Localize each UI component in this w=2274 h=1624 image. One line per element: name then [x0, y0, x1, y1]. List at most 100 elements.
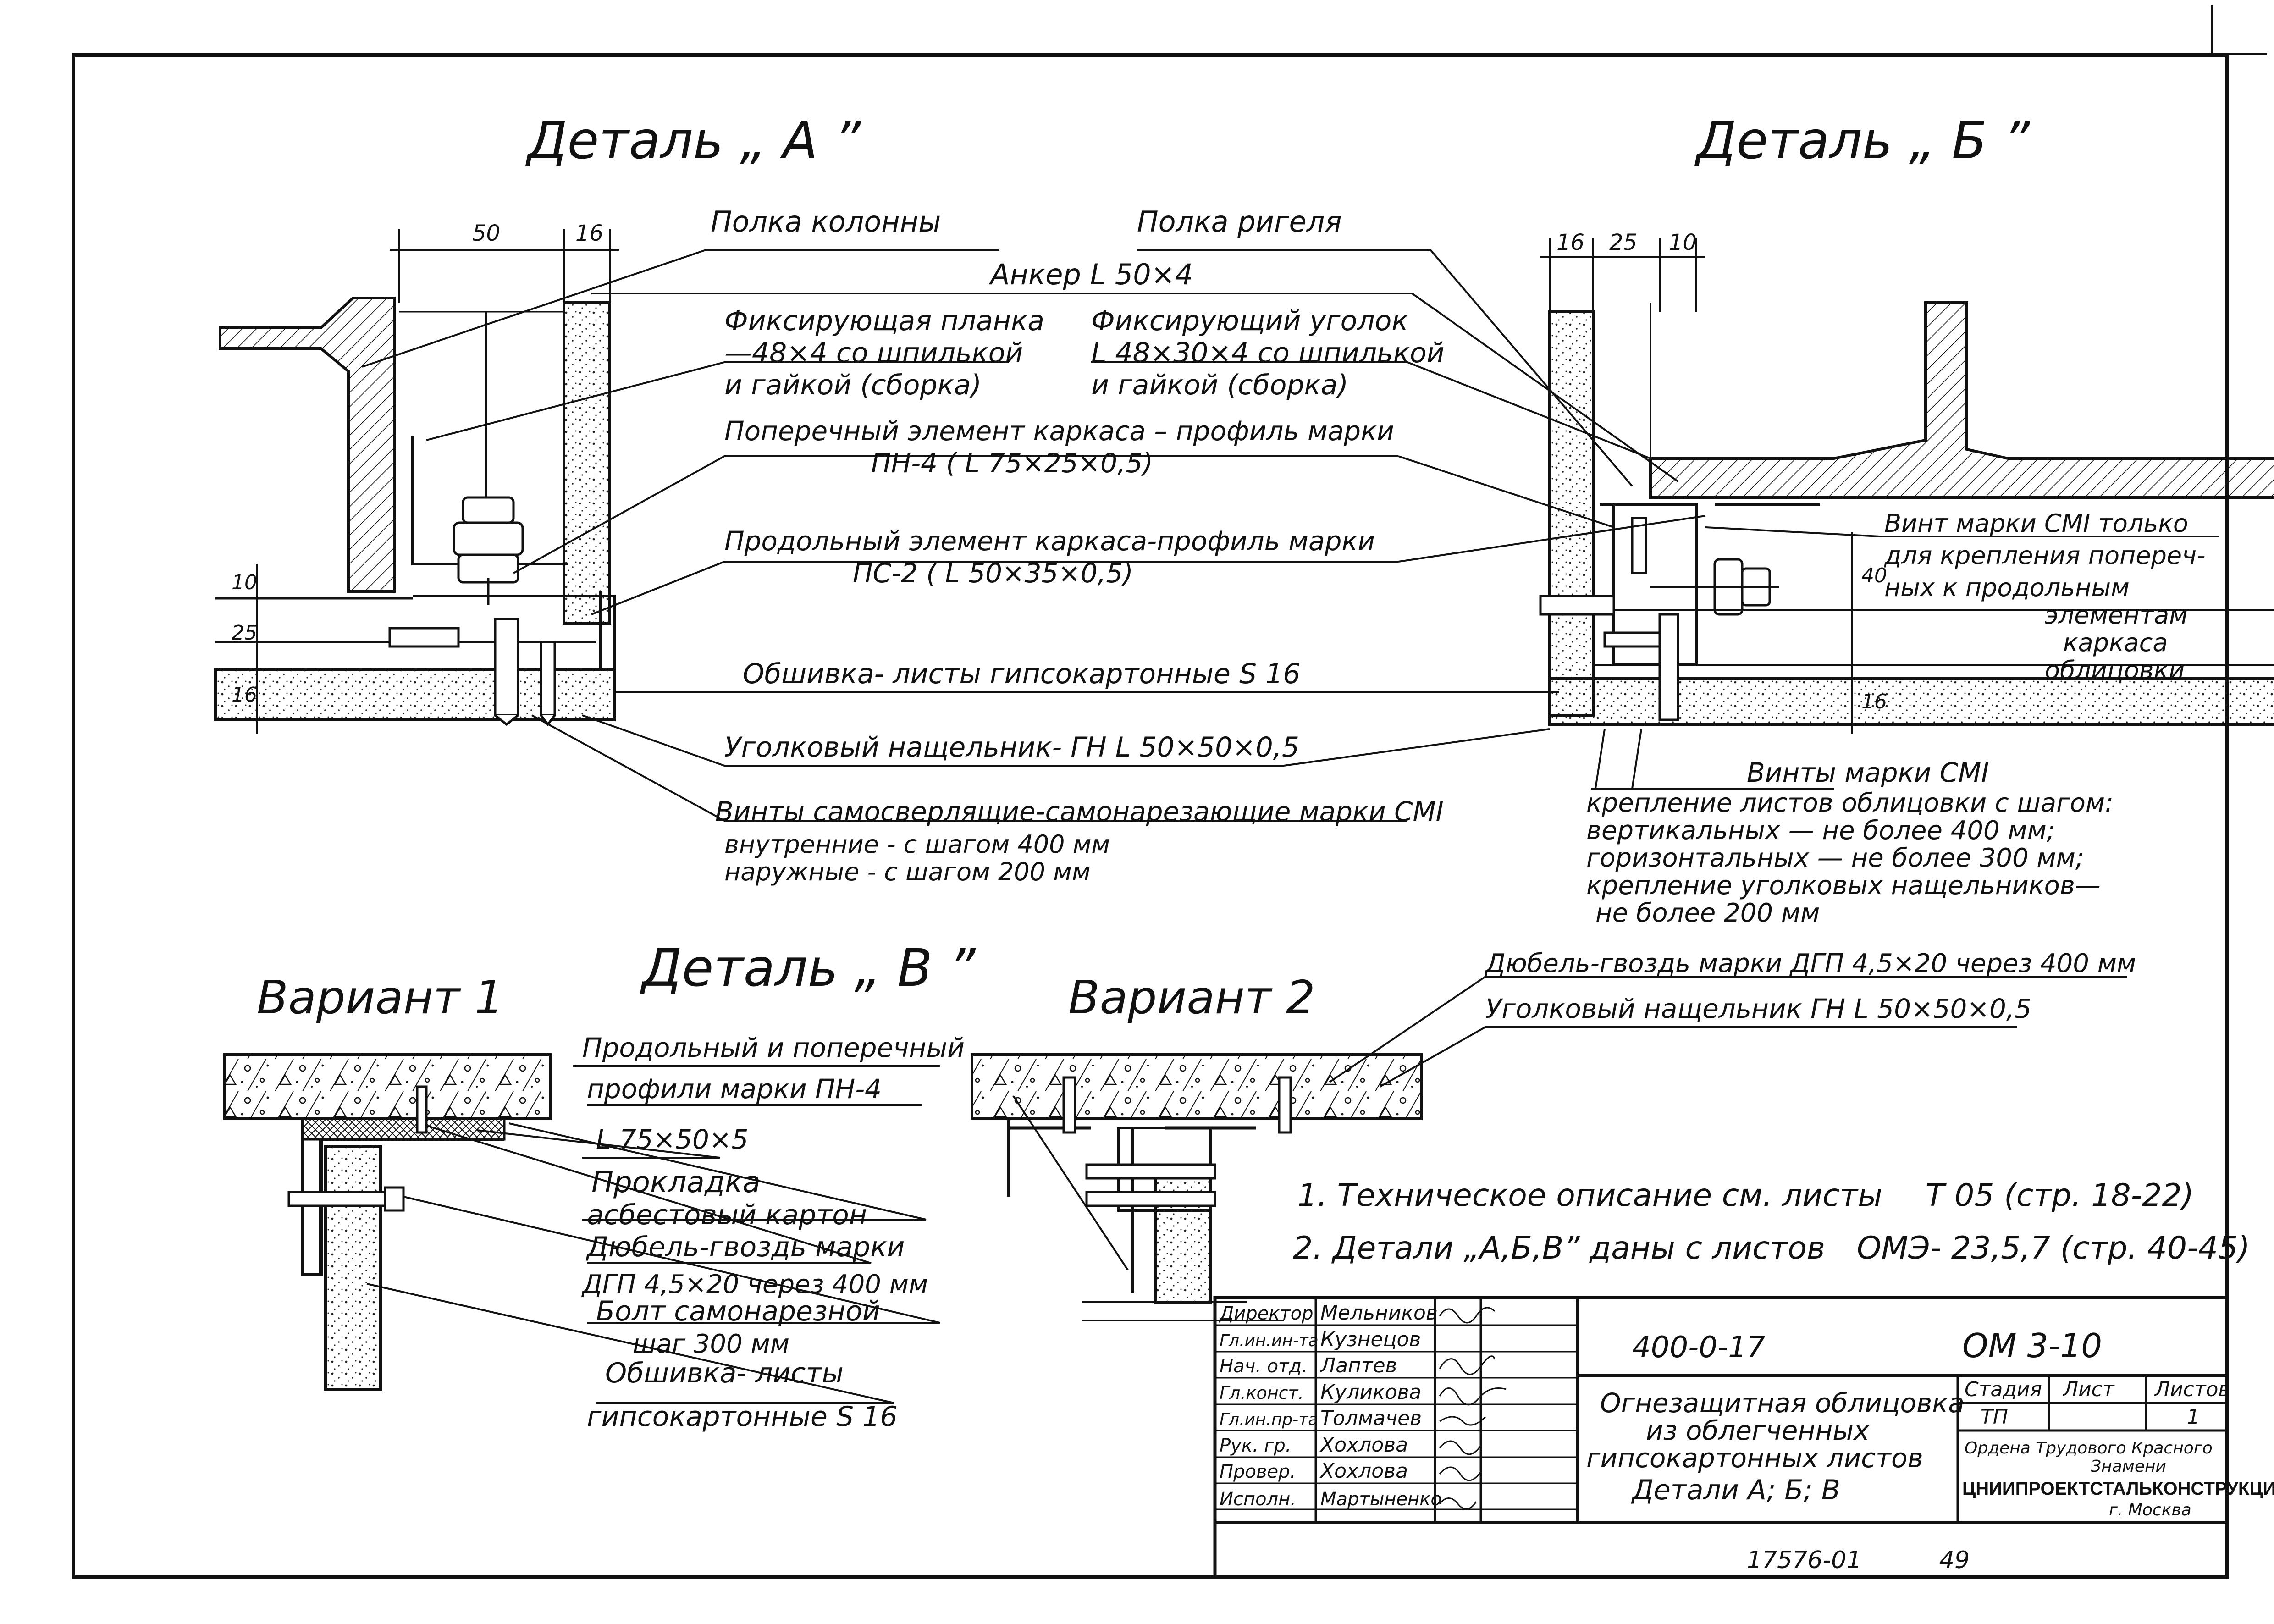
callout-vint-smi-only-3: ных к продольным [1884, 573, 2130, 602]
title-block [1213, 1296, 2229, 1579]
dim-a-50: 50 [472, 221, 500, 246]
detail-v-title: Деталь „ В ” [640, 939, 976, 998]
tb-name-3: Куликова [1320, 1381, 1421, 1404]
callout-poperechny-1: Поперечный элемент каркаса – профиль мар… [724, 415, 1394, 447]
screws-a [388, 618, 556, 727]
tb-sheets: 1 [2187, 1405, 2200, 1429]
tb-name-4: Толмачев [1320, 1407, 1422, 1430]
note-2-text: 2. Детали „А,Б,В” даны с листов [1293, 1230, 1825, 1266]
callout-fix-ugolok-2: L 48×30×4 со шпилькой [1091, 337, 1445, 369]
v1-text-2: профили марки ПН-4 [587, 1073, 882, 1105]
tb-role-0: Директор [1219, 1303, 1314, 1324]
v2-text-1: Дюбель-гвоздь марки ДГП 4,5×20 через 400… [1484, 949, 2136, 978]
dim-a-10: 10 [232, 571, 257, 594]
tb-name-0: Мельников [1320, 1301, 1438, 1325]
callout-vinty-samosverl-3: наружные - с шагом 200 мм [724, 857, 1091, 886]
v2-angles [1007, 1119, 1256, 1293]
callout-vint-smi-only-5: каркаса [2063, 628, 2168, 657]
title-block-text: 400-0-17 ОМ 3-10 Огнезащитная облицовка … [1586, 1326, 2274, 1519]
callout-prodolny-1: Продольный элемент каркаса-профиль марки [724, 525, 1375, 557]
note-2-ref: ОМЭ- 23,5,7 (стр. 40-45) [1857, 1230, 2250, 1266]
v1-text-5: асбестовый картон [587, 1199, 867, 1231]
v1-gasket [301, 1117, 506, 1141]
v1-text-6: Дюбель-гвоздь марки [585, 1231, 905, 1263]
callout-fix-planka-2: —48×4 со шпилькой [724, 337, 1023, 369]
dim-b-16: 16 [1556, 230, 1584, 255]
callout-obshivka: Обшивка- листы гипсокартонные S 16 [743, 658, 1300, 690]
callout-polka-kolonny: Полка колонны [711, 205, 941, 238]
v2-concrete-slab [971, 1053, 1423, 1120]
callout-vinty-smi-4: горизонтальных — не более 300 мм; [1586, 843, 2084, 873]
callout-vinty-smi-3: вертикальных — не более 400 мм; [1586, 816, 2055, 845]
variant-2-label: Вариант 2 [1068, 971, 1315, 1024]
tb-role-3: Гл.конст. [1220, 1383, 1304, 1403]
bolt-nut [453, 496, 524, 605]
v1-concrete-slab [223, 1053, 552, 1120]
tb-title-1: Огнезащитная облицовка [1600, 1387, 1965, 1419]
callout-prodolny-2: ПС-2 ( L 50×35×0,5) [853, 558, 1133, 589]
detail-b: Деталь „ Б ” 16 25 [1539, 111, 2274, 734]
tb-sheets-label: Листов [2154, 1378, 2230, 1401]
callout-vinty-smi-1: Винты марки СМI [1747, 757, 1989, 788]
callout-vint-smi-only-4: элементам [2045, 601, 2188, 630]
callouts: Полка колонны Полка ригеля Анкер L 50×4 … [711, 205, 2205, 928]
callout-anker: Анкер L 50×4 [988, 258, 1193, 291]
detail-b-title: Деталь „ Б ” [1694, 111, 2031, 171]
callout-nashchelnik: Уголковый нащельник- ГН L 50×50×0,5 [724, 731, 1299, 763]
callout-vint-smi-only-6: облицовки [2045, 656, 2185, 685]
tb-role-1: Гл.ин.ин-та [1220, 1331, 1319, 1350]
callout-vinty-smi-2: крепление листов облицовки с шагом: [1586, 788, 2114, 818]
title-block-people: Директор Мельников Гл.ин.ин-та Кузнецов … [1219, 1301, 1442, 1510]
callout-vinty-smi-6: не более 200 мм [1595, 898, 1820, 928]
v1-text-7: ДГП 4,5×20 через 400 мм [581, 1270, 928, 1299]
v1-fasteners [287, 1085, 428, 1212]
gypsum-board-vertical [563, 301, 611, 625]
dim-a [256, 229, 619, 734]
tb-stage-label: Стадия [1965, 1378, 2042, 1401]
tb-name-1: Кузнецов [1320, 1328, 1421, 1351]
dim-b-10: 10 [1669, 230, 1697, 255]
v1-text-11: гипсокартонные S 16 [587, 1401, 898, 1433]
tb-stage: ТП [1981, 1405, 2008, 1429]
variant-1-label: Вариант 1 [257, 971, 504, 1024]
tb-role-5: Рук. гр. [1220, 1435, 1292, 1456]
detail-a: Деталь „ A ” [214, 111, 861, 734]
v1-text-4: Прокладка [591, 1166, 761, 1199]
v2-fasteners [1062, 1076, 1292, 1207]
tb-sheet-code: ОМ 3-10 [1962, 1326, 2102, 1365]
screws-b [1539, 517, 1679, 721]
callout-fix-ugolok-1: Фиксирующий уголок [1091, 305, 1408, 337]
v1-leaders [366, 1065, 940, 1404]
notes: 1. Техническое описание см. листы Т 05 (… [1293, 1177, 2250, 1266]
tb-title-3: гипсокартонных листов [1586, 1442, 1923, 1474]
callout-polka-rigelya: Полка ригеля [1137, 205, 1342, 238]
dim-b-25: 25 [1609, 230, 1637, 255]
note-1-ref: Т 05 (стр. 18-22) [1926, 1177, 2194, 1214]
tb-name-6: Хохлова [1319, 1459, 1408, 1483]
detail-a-title: Деталь „ A ” [525, 111, 861, 171]
callout-vint-smi-only-2: для крепления попереч- [1884, 541, 2205, 570]
gypsum-board-horizontal-b [1548, 677, 2274, 726]
dim-b-40: 40 [1861, 564, 1887, 587]
beam-flange [1649, 301, 2274, 499]
v1-text-8: Болт самонарезной [596, 1295, 880, 1327]
tb-title-2: из облегченных [1646, 1415, 1870, 1446]
v2-text-2: Уголковый нащельник ГН L 50×50×0,5 [1485, 993, 2031, 1024]
dim-a-25: 25 [232, 621, 257, 645]
callout-fix-planka-1: Фиксирующая планка [724, 305, 1044, 337]
v2-leaders [1012, 976, 2127, 1321]
tb-org-4: г. Москва [2109, 1501, 2191, 1519]
dim-a-16: 16 [575, 221, 603, 246]
tb-role-7: Исполн. [1220, 1489, 1296, 1510]
tb-role-4: Гл.ин.пр-та [1220, 1410, 1318, 1429]
dim-b [1540, 238, 1853, 734]
callout-fix-planka-3: и гайкой (сборка) [724, 369, 982, 401]
v1-text-1: Продольный и поперечный [582, 1032, 965, 1063]
callout-fix-ugolok-3: и гайкой (сборка) [1091, 369, 1348, 401]
footer-page: 49 [1939, 1547, 1970, 1574]
tb-doc-code: 400-0-17 [1632, 1331, 1766, 1364]
v1-text-9: шаг 300 мм [633, 1329, 789, 1359]
bolt-nut-b [1650, 558, 1779, 616]
note-1-text: 1. Техническое описание см. листы [1297, 1177, 1882, 1214]
